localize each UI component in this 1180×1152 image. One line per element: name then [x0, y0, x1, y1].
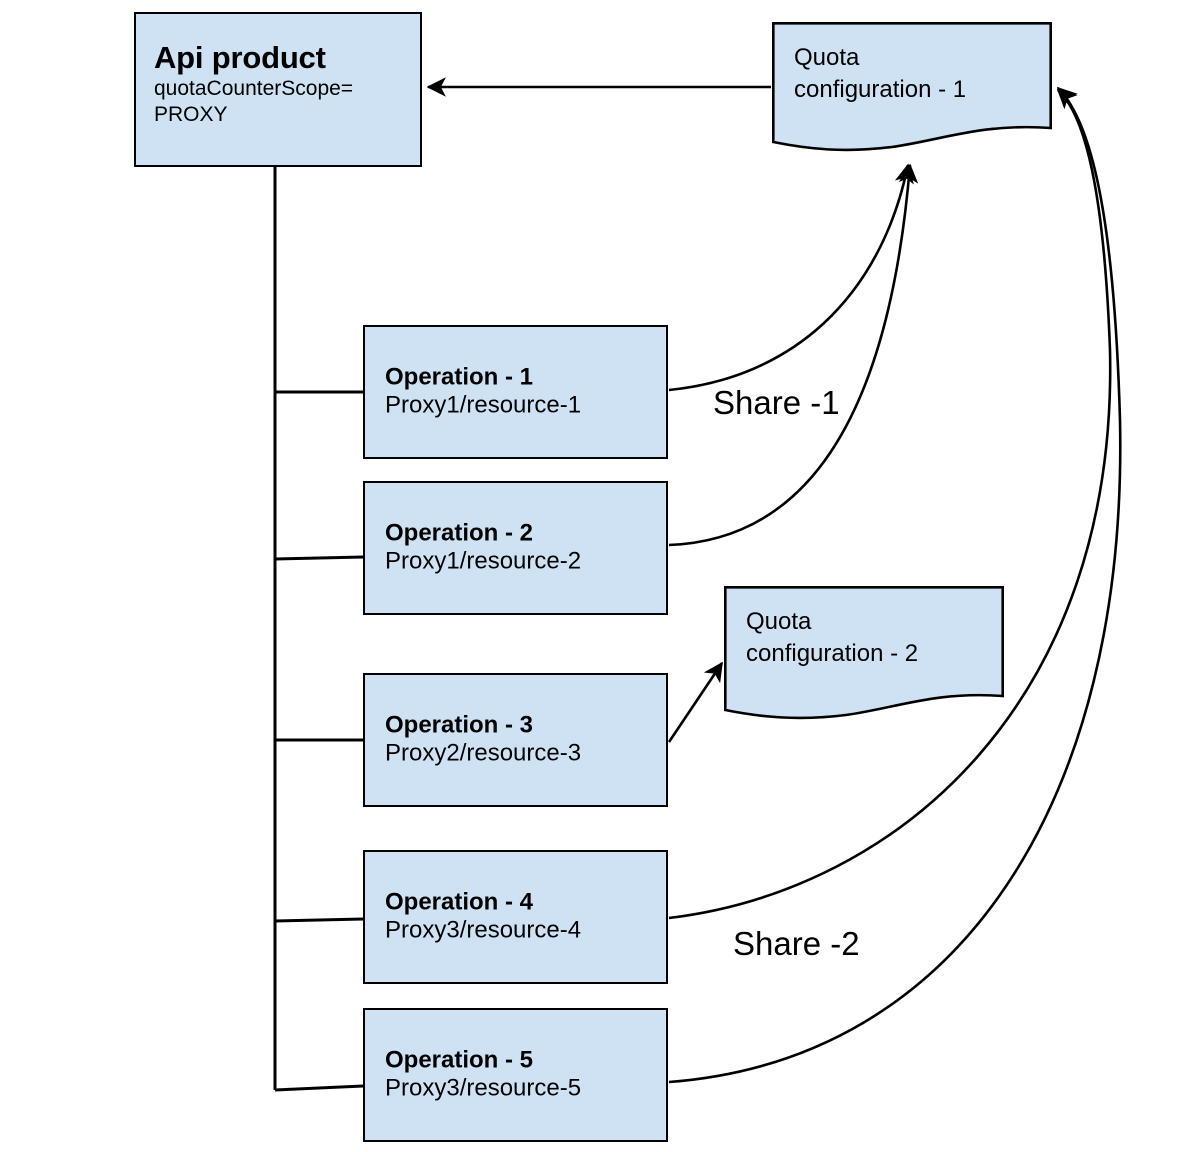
document-shape-icon: [772, 22, 1052, 152]
node-api-product-subtitle-line1: quotaCounterScope=: [154, 76, 354, 100]
node-operation-3-subtitle: Proxy2/resource-3: [385, 740, 582, 767]
node-operation-3[interactable]: Operation - 3 Proxy2/resource-3: [363, 673, 668, 807]
node-api-product-subtitle-line2: PROXY: [154, 102, 228, 126]
node-operation-2-title: Operation - 2: [385, 519, 534, 547]
node-operation-5-subtitle: Proxy3/resource-5: [385, 1075, 582, 1102]
node-operation-5-content: Operation - 5 Proxy3/resource-5: [385, 1047, 656, 1104]
edge-branch-operation-2: [274, 555, 364, 561]
node-operation-2[interactable]: Operation - 2 Proxy1/resource-2: [363, 481, 668, 615]
node-operation-5[interactable]: Operation - 5 Proxy3/resource-5: [363, 1008, 668, 1142]
node-operation-4-content: Operation - 4 Proxy3/resource-4: [385, 889, 656, 946]
edge-branch-operation-4: [274, 917, 364, 923]
node-quota-configuration-1-content: Quota configuration - 1: [794, 42, 966, 106]
edge-label-share-2: Share -2: [733, 925, 860, 962]
node-quota-configuration-1-line2: configuration - 1: [794, 75, 967, 103]
node-quota-configuration-2-line1: Quota: [746, 608, 812, 635]
node-operation-3-content: Operation - 3 Proxy2/resource-3: [385, 712, 656, 769]
edge-branch-operation-5: [274, 1084, 364, 1092]
edge-operation-1-to-quota1: [668, 163, 914, 392]
node-quota-configuration-1[interactable]: Quota configuration - 1: [772, 22, 1052, 152]
node-operation-1[interactable]: Operation - 1 Proxy1/resource-1: [363, 325, 668, 459]
edge-label-share-1: Share -1: [713, 384, 840, 421]
node-quota-configuration-2-content: Quota configuration - 2: [746, 606, 918, 670]
node-operation-3-title: Operation - 3: [385, 711, 534, 739]
node-operation-2-subtitle: Proxy1/resource-2: [385, 548, 582, 575]
edge-operation-2-to-quota1: [668, 163, 919, 547]
node-api-product-title: Api product: [154, 40, 326, 75]
edge-operation-3-to-quota2: [667, 661, 724, 743]
node-operation-1-title: Operation - 1: [385, 363, 534, 391]
edge-operation-4-to-quota1: [668, 88, 1112, 920]
node-quota-configuration-2[interactable]: Quota configuration - 2: [724, 586, 1004, 720]
node-quota-configuration-1-line1: Quota: [794, 44, 860, 71]
node-api-product-content: Api product quotaCounterScope= PROXY: [154, 40, 410, 128]
node-operation-4-subtitle: Proxy3/resource-4: [385, 917, 582, 944]
document-shape-icon: [724, 586, 1004, 720]
node-operation-4[interactable]: Operation - 4 Proxy3/resource-4: [363, 850, 668, 984]
node-operation-5-title: Operation - 5: [385, 1046, 534, 1074]
node-operation-1-subtitle: Proxy1/resource-1: [385, 392, 582, 419]
node-operation-2-content: Operation - 2 Proxy1/resource-2: [385, 520, 656, 577]
node-operation-1-content: Operation - 1 Proxy1/resource-1: [385, 364, 656, 421]
node-api-product[interactable]: Api product quotaCounterScope= PROXY: [134, 12, 422, 167]
node-operation-4-title: Operation - 4: [385, 888, 534, 916]
node-quota-configuration-2-line2: configuration - 2: [746, 639, 919, 667]
